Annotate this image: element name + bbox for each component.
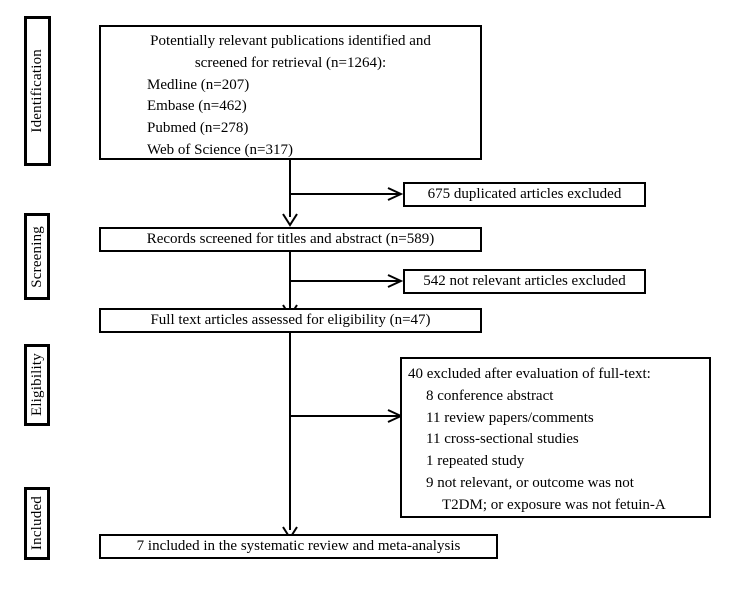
stage-label-screening: Screening: [24, 213, 50, 300]
connector-to-not-relevant-excluded: [289, 280, 399, 282]
full-text-excluded-not-relevant: 9 not relevant, or outcome was not: [426, 474, 634, 491]
records-screened-box: Records screened for titles and abstract…: [99, 227, 482, 252]
identification-line-2: screened for retrieval (n=1264):: [194, 54, 387, 71]
identification-box: Potentially relevant publications identi…: [99, 25, 482, 160]
full-text-excluded-not-relevant-cont: T2DM; or exposure was not fetuin-A: [442, 496, 666, 513]
full-text-excluded-conference-abstract: 8 conference abstract: [426, 387, 554, 404]
arrowhead-to-records-screened: [282, 213, 298, 227]
connector-to-full-text-excluded: [289, 415, 399, 417]
stage-label-identification: Identification: [24, 16, 51, 166]
duplicates-excluded-box: 675 duplicated articles excluded: [403, 182, 646, 207]
connector-identification-to-screening: [289, 159, 291, 217]
identification-source-medline: Medline (n=207): [147, 76, 250, 93]
stage-label-screening-text: Screening: [28, 225, 45, 288]
stage-label-included: Included: [24, 487, 50, 560]
full-text-excluded-box: 40 excluded after evaluation of full-tex…: [400, 357, 711, 518]
arrowhead-to-not-relevant-excluded: [387, 274, 404, 288]
not-relevant-excluded-box: 542 not relevant articles excluded: [403, 269, 646, 294]
identification-source-embase: Embase (n=462): [147, 98, 247, 115]
arrowhead-to-duplicates-excluded: [387, 187, 404, 201]
full-text-excluded-cross-sectional: 11 cross-sectional studies: [426, 431, 579, 448]
records-screened-text: Records screened for titles and abstract…: [146, 230, 435, 247]
stage-label-eligibility: Eligibility: [24, 344, 50, 426]
full-text-excluded-repeated-study: 1 repeated study: [426, 453, 525, 469]
identification-line-1: Potentially relevant publications identi…: [150, 33, 431, 49]
not-relevant-excluded-text: 542 not relevant articles excluded: [423, 272, 626, 289]
connector-to-duplicates-excluded: [289, 193, 399, 195]
stage-label-included-text: Included: [28, 496, 45, 551]
included-box: 7 included in the systematic review and …: [99, 534, 498, 559]
stage-label-eligibility-text: Eligibility: [28, 353, 45, 417]
full-text-assessed-box: Full text articles assessed for eligibil…: [99, 308, 482, 333]
included-text: 7 included in the systematic review and …: [136, 537, 461, 554]
duplicates-excluded-text: 675 duplicated articles excluded: [427, 185, 622, 202]
identification-source-web-of-science: Web of Science (n=317): [147, 141, 293, 158]
connector-screening-to-eligibility: [289, 250, 291, 308]
full-text-assessed-text: Full text articles assessed for eligibil…: [150, 311, 431, 328]
identification-source-pubmed: Pubmed (n=278): [147, 120, 249, 136]
stage-label-identification-text: Identification: [29, 49, 45, 133]
full-text-excluded-review-papers: 11 review papers/comments: [426, 409, 594, 426]
connector-eligibility-to-included: [289, 332, 291, 530]
full-text-excluded-heading: 40 excluded after evaluation of full-tex…: [408, 366, 651, 382]
